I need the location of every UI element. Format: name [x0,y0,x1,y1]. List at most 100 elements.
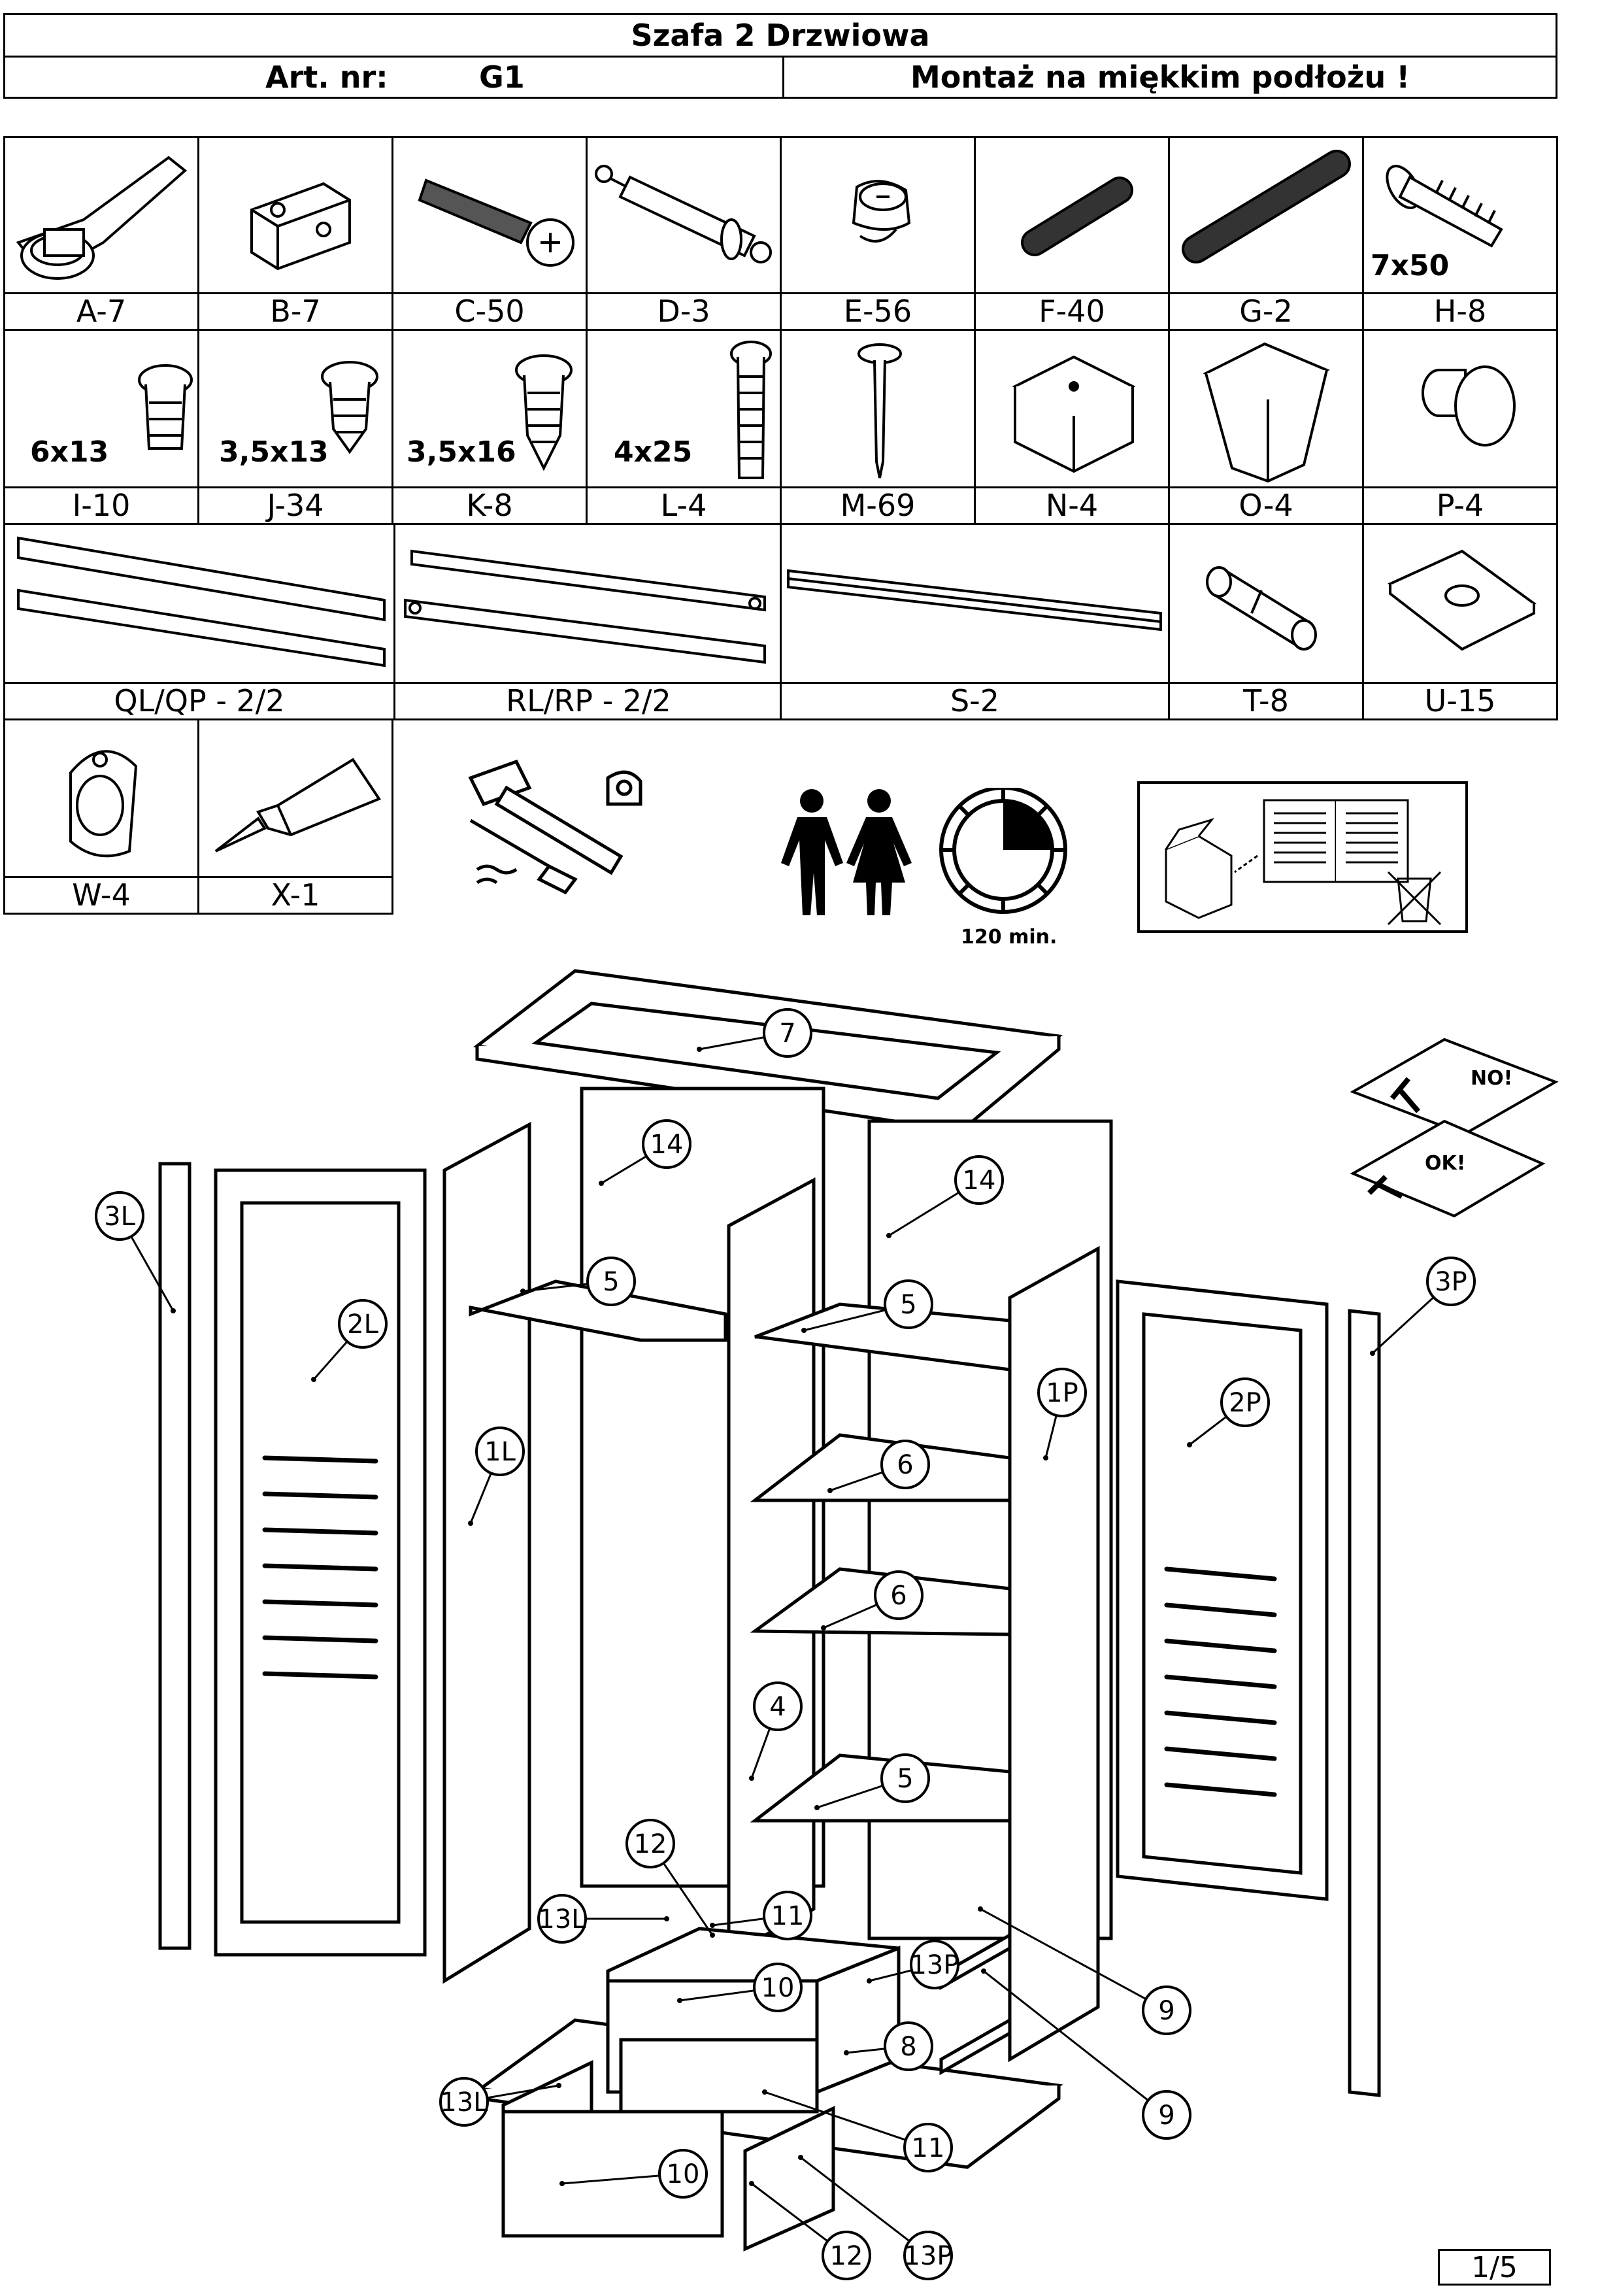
shelf-support-icon [1206,566,1317,650]
part-code-n: N-4 [976,486,1168,523]
callout-9: 9 [981,1968,1191,2140]
callout-5: 5 [520,1257,636,1306]
part-cell-p: P-4 [1362,329,1558,525]
long-dowel-icon [1182,150,1351,263]
part-size-l: 4x25 [614,435,693,469]
document-title: Szafa 2 Drzwiowa [5,15,1556,58]
callout-label: 13P [903,2241,952,2271]
assembly-notice: Montaż na miękkim podłożu ! [910,59,1410,95]
packaging-instructions-icon [1165,799,1409,919]
callout-label: 13L [440,2087,488,2118]
part-cell-u: U-15 [1362,523,1558,720]
glue-tube-icon [214,758,382,853]
callout-6: 6 [821,1570,924,1630]
callout-label: 5 [897,1764,913,1794]
part-cell-f: F-40 [974,136,1170,331]
hanging-rail-icon [787,569,1162,632]
part-code-m: M-69 [782,486,974,523]
part-code-u: U-15 [1364,682,1556,718]
callout-12: 12 [625,1819,715,1938]
callout-label: 10 [761,1973,795,2003]
callout-13p: 13P [867,1940,959,1989]
article-number: G1 [479,59,525,95]
callout-14: 14 [886,1155,1004,1238]
part-code-i: I-10 [5,486,197,523]
part-cell-j: 3,5x13 J-34 [197,329,393,525]
callout-5: 5 [814,1753,930,1810]
callout-label: 1L [484,1437,516,1467]
part-cell-x: X-1 [197,718,393,915]
screw-icon [730,341,772,479]
dowel-bolt-icon [595,165,772,263]
callout-label: 5 [900,1290,916,1320]
part-code-k: K-8 [393,486,586,523]
callout-label: 12 [830,2241,863,2271]
soft-surface-icon [1350,1038,1559,1218]
furniture-foot-icon [1012,355,1136,473]
callout-label: 1P [1046,1378,1078,1408]
callout-label: 12 [634,1829,667,1859]
tools-icon [468,759,642,895]
part-code-f: F-40 [976,292,1168,329]
callout-label: 9 [1158,2101,1174,2131]
callout-label: 7 [779,1019,795,1049]
part-code-g: G-2 [1170,292,1362,329]
knob-icon [1422,365,1516,447]
drawer-runner-icon [404,549,766,664]
callout-13l: 13L [537,1894,669,1944]
callout-label: 14 [650,1130,684,1160]
callout-label: 6 [897,1450,913,1480]
callout-10: 10 [677,1963,803,2012]
part-code-ql-qp: QL/QP - 2/2 [5,682,393,718]
part-cell-rl-rp: RL/RP - 2/2 [393,523,784,720]
part-cell-w: W-4 [3,718,199,915]
part-code-w: W-4 [5,876,197,913]
part-cell-l: 4x25 L-4 [586,329,782,525]
part-cell-i: 6x13 I-10 [3,329,199,525]
article-label: Art. nr: [265,59,388,95]
part-size-j: 3,5x13 [219,435,329,469]
nail-icon [857,343,902,479]
callout-6: 6 [827,1440,930,1493]
assembly-diagram [158,969,1381,2252]
part-cell-h: 7x50 H-8 [1362,136,1558,331]
callout-label: 4 [769,1692,786,1722]
screw-icon [138,364,193,450]
header-table: Szafa 2 Drzwiowa Art. nr: G1 Montaż na m… [3,13,1557,99]
callout-label: 13L [538,1904,586,1934]
hinge-plate-icon [250,182,351,271]
callout-5: 5 [801,1279,933,1333]
callout-1l: 1L [468,1427,525,1526]
surface-no-label: NO! [1471,1067,1513,1090]
callout-1p: 1P [1037,1368,1087,1460]
callout-label: 11 [912,2133,945,2163]
callout-label: 10 [667,2159,700,2189]
callout-label: 13P [910,1950,959,1980]
part-cell-k: 3,5x16 K-8 [391,329,588,525]
callout-7: 7 [697,1008,812,1058]
callout-12: 12 [749,2181,871,2280]
part-code-x: X-1 [199,876,391,913]
callout-2p: 2P [1187,1377,1270,1447]
connector-bolt-icon [418,178,574,267]
part-code-o: O-4 [1170,486,1362,523]
clock-icon [939,788,1067,914]
part-code-h: H-8 [1364,292,1556,329]
callout-10: 10 [559,2149,708,2199]
assembly-time: 120 min. [961,926,1057,949]
part-size-h: 7x50 [1371,249,1450,282]
part-cell-m: M-69 [780,329,976,525]
callout-13p: 13P [798,2155,953,2280]
screw-icon [321,361,378,454]
part-code-s: S-2 [782,682,1168,718]
packaging-notice-box [1137,781,1468,933]
callout-14: 14 [599,1119,691,1186]
callout-11: 11 [762,2089,953,2172]
screw-icon [1386,165,1503,248]
part-cell-g: G-2 [1168,136,1364,331]
page-number: 1/5 [1438,2249,1551,2286]
callout-13l: 13L [439,2077,561,2127]
part-cell-c: C-50 [391,136,588,331]
part-cell-o: O-4 [1168,329,1364,525]
